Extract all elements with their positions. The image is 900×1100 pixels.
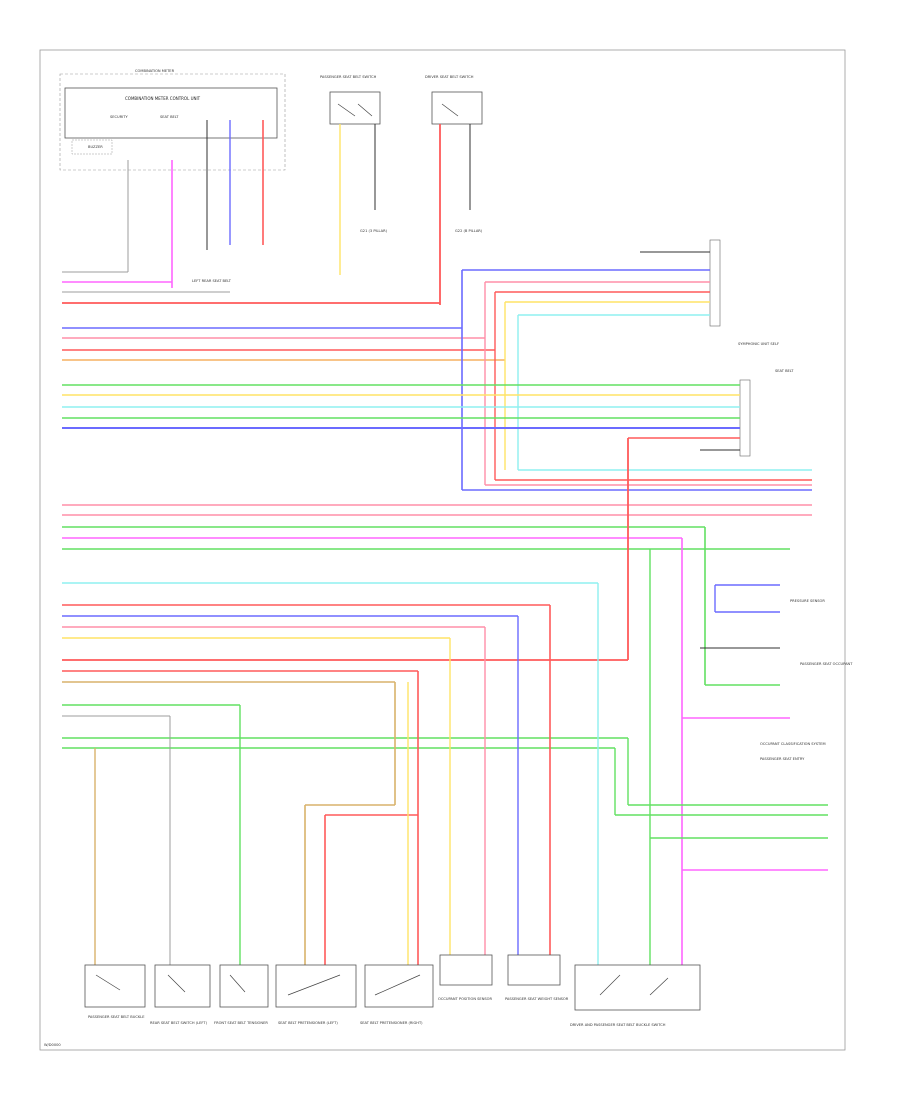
unit-top-label: COMBINATION METER CONTROL UNIT <box>125 96 201 101</box>
bottom-component-1-contact <box>95 974 121 991</box>
bottom-component-1: PASSENGER SEAT BELT BUCKLE <box>84 964 146 1019</box>
switch-top-passenger: PASSENGER SEAT BELT SWITCH <box>320 75 381 125</box>
unit-top-group-outline <box>59 73 286 171</box>
bottom-component-8-label: DRIVER AND PASSENGER SEAT BELT BUCKLE SW… <box>570 1023 666 1027</box>
bottom-component-8: DRIVER AND PASSENGER SEAT BELT BUCKLE SW… <box>570 964 701 1027</box>
switch-top-passenger-label: PASSENGER SEAT BELT SWITCH <box>320 75 377 79</box>
bottom-component-5-label: SEAT BELT PRETENSIONER (RIGHT) <box>360 1021 423 1025</box>
right-label-3: PRESSURE SENSOR <box>790 599 825 603</box>
bottom-component-2-label: REAR SEAT BELT SWITCH (LEFT) <box>150 1021 208 1025</box>
bottom-component-7-label: PASSENGER SEAT WEIGHT SENSOR <box>505 997 569 1001</box>
unit-top-group-label: COMBINATION METER <box>135 69 175 73</box>
bottom-component-5-contact <box>374 974 421 996</box>
connector-mid-right <box>739 379 751 457</box>
buzzer-symbol <box>71 139 113 155</box>
bottom-component-3-box <box>219 964 269 1008</box>
switch-top-passenger-box <box>329 91 381 125</box>
bottom-component-5-box <box>364 964 434 1008</box>
ground-label-2: G21 (3 PILLAR) <box>360 229 388 233</box>
bottom-component-3-contact <box>229 974 246 993</box>
switch-top-driver-label: DRIVER SEAT BELT SWITCH <box>425 75 474 79</box>
right-label-2: SEAT BELT <box>775 369 794 373</box>
bottom-component-2-box <box>154 964 211 1008</box>
switch-top-driver-box <box>431 91 483 125</box>
bottom-component-7-box <box>507 954 561 986</box>
bottom-component-1-label: PASSENGER SEAT BELT BUCKLE <box>88 1015 145 1019</box>
bottom-component-4-contact <box>287 974 341 996</box>
bottom-component-6-box <box>439 954 493 986</box>
bottom-component-4: SEAT BELT PRETENSIONER (LEFT) <box>275 964 357 1025</box>
switch-top-passenger-contact <box>337 103 373 117</box>
right-label-6: PASSENGER SEAT ENTRY <box>760 757 805 761</box>
bottom-component-3-label: FRONT SEAT BELT TENSIONER <box>214 1021 268 1025</box>
buzzer-label: BUZZER <box>88 145 103 149</box>
bottom-component-2: REAR SEAT BELT SWITCH (LEFT) <box>150 964 211 1025</box>
bottom-component-8-box <box>574 964 701 1011</box>
ground-label-3: G22 (B PILLAR) <box>455 229 483 233</box>
connector-upper-right <box>709 239 721 327</box>
bottom-component-4-box <box>275 964 357 1008</box>
unit-top-sub1: SECURITY <box>110 115 128 119</box>
right-label-5: OCCUPANT CLASSIFICATION SYSTEM <box>760 742 826 746</box>
ground-label-1: LEFT REAR SEAT BELT <box>192 279 232 283</box>
switch-top-driver: DRIVER SEAT BELT SWITCH <box>425 75 483 125</box>
right-label-4: PASSENGER SEAT OCCUPANT <box>800 662 853 666</box>
bottom-component-3: FRONT SEAT BELT TENSIONER <box>214 964 269 1025</box>
right-label-1: SYMPHONIC UNIT SELF <box>738 342 779 346</box>
bottom-component-4-label: SEAT BELT PRETENSIONER (LEFT) <box>278 1021 338 1025</box>
unit-top-box <box>64 87 278 139</box>
bottom-component-5: SEAT BELT PRETENSIONER (RIGHT) <box>360 964 434 1025</box>
bottom-component-7: PASSENGER SEAT WEIGHT SENSOR <box>505 954 569 1001</box>
bottom-component-6-label: OCCUPANT POSITION SENSOR <box>438 997 493 1001</box>
diagram-border <box>39 49 846 1051</box>
bottom-component-2-contact <box>167 974 186 993</box>
unit-top-sub2: SEAT BELT <box>160 115 179 119</box>
footer-code: W/D0000 <box>44 1043 61 1047</box>
bottom-component-8-contact <box>599 974 669 996</box>
bottom-component-6: OCCUPANT POSITION SENSOR <box>438 954 493 1001</box>
switch-top-driver-contact <box>441 103 459 117</box>
bottom-component-1-box <box>84 964 146 1008</box>
